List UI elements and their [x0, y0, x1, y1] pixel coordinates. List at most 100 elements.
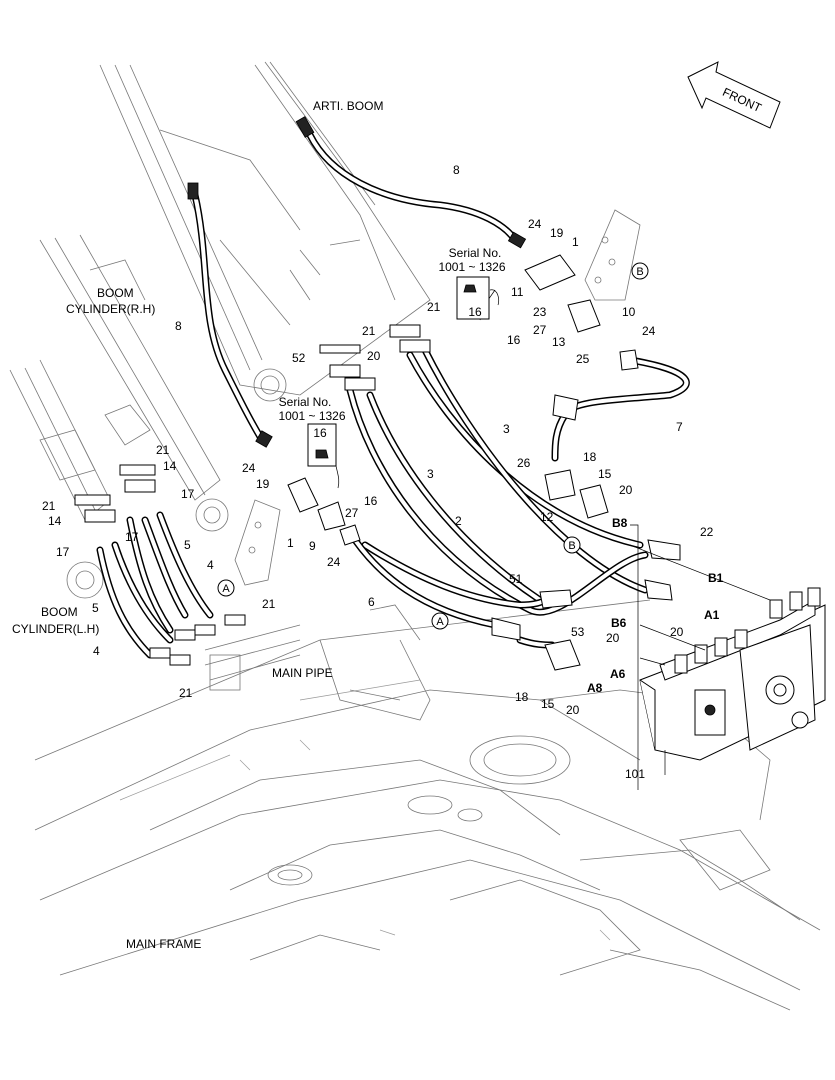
part-number: 16: [507, 333, 521, 347]
part-number: 4: [207, 558, 214, 572]
serial-range: 1001 ~ 1326: [438, 260, 505, 274]
part-number: 18: [515, 690, 529, 704]
part-number: 15: [598, 467, 612, 481]
hose-8-arti-boom: [306, 131, 519, 244]
part-number: 20: [619, 483, 633, 497]
part-number: 20: [606, 631, 620, 645]
part-number: 8: [453, 163, 460, 177]
part-number: 24: [528, 217, 542, 231]
part-number-labels: 8 24 19 1 11 23 27 16 13 25 10 24 7 21 2…: [42, 163, 714, 781]
hose-51: [361, 541, 556, 609]
part-number: 27: [533, 323, 547, 337]
hoses-4-5-lh: [96, 541, 174, 659]
part-number: 19: [256, 477, 270, 491]
part-number: 101: [625, 767, 645, 781]
port-a1: A1: [704, 608, 720, 622]
part-number: 17: [181, 487, 195, 501]
hose-7: [551, 356, 690, 462]
part-number: 20: [367, 349, 381, 363]
part-number: 13: [552, 335, 566, 349]
fittings: [74, 116, 681, 671]
part-number: 8: [175, 319, 182, 333]
part-number: 20: [670, 625, 684, 639]
part-number: 21: [179, 686, 193, 700]
boom-cylinder-rh-label-1: BOOM: [97, 286, 134, 300]
hoses-4-5-rh: [126, 511, 214, 634]
part-number: 10: [622, 305, 636, 319]
port-b8: B8: [612, 516, 628, 530]
svg-text:A: A: [222, 583, 230, 595]
serial-label: Serial No.: [449, 246, 502, 260]
main-pipe-outline: [204, 624, 301, 691]
bracket-a-left: [234, 499, 281, 586]
serial-part: 16: [313, 426, 327, 440]
main-frame-label: MAIN FRAME: [126, 937, 201, 951]
part-number: 24: [242, 461, 256, 475]
part-number: 1: [572, 235, 579, 249]
part-number: 5: [184, 538, 191, 552]
part-number: 6: [368, 595, 375, 609]
part-number: 21: [262, 597, 276, 611]
ref-b-upper: B: [631, 262, 649, 280]
serial-range: 1001 ~ 1326: [278, 409, 345, 423]
part-number: 21: [42, 499, 56, 513]
ref-b-lower: B: [563, 536, 581, 554]
boom-structure: [99, 61, 431, 402]
serial-label: Serial No.: [279, 395, 332, 409]
part-number: 24: [642, 324, 656, 338]
serial-note-upper: Serial No. 1001 ~ 1326 16: [438, 246, 506, 320]
part-number: 14: [163, 459, 177, 473]
hose-6: [351, 536, 499, 629]
part-number: 12: [540, 510, 554, 524]
part-number: 1: [287, 536, 294, 550]
svg-text:B: B: [568, 540, 575, 552]
arti-boom-label: ARTI. BOOM: [313, 99, 383, 113]
svg-text:B: B: [636, 266, 643, 278]
part-number: 26: [517, 456, 531, 470]
part-number: 17: [125, 530, 139, 544]
boom-cylinder-lh-label-1: BOOM: [41, 605, 78, 619]
serial-note-lower: Serial No. 1001 ~ 1326 16: [278, 395, 346, 489]
part-number: 15: [541, 697, 555, 711]
part-number: 3: [427, 467, 434, 481]
part-number: 16: [364, 494, 378, 508]
part-number: 14: [48, 514, 62, 528]
part-number: 51: [509, 572, 523, 586]
part-number: 17: [56, 545, 70, 559]
part-number: 24: [327, 555, 341, 569]
ref-a-left: A: [217, 579, 235, 597]
part-number: 4: [93, 644, 100, 658]
part-number: 3: [503, 422, 510, 436]
port-b6: B6: [611, 616, 627, 630]
port-a8: A8: [587, 681, 603, 695]
part-number: 2: [455, 514, 462, 528]
hose-3-mid: [366, 391, 544, 604]
part-number: 23: [533, 305, 547, 319]
svg-text:A: A: [436, 616, 444, 628]
port-a6: A6: [610, 667, 626, 681]
part-number: 5: [92, 601, 99, 615]
hose-2: [346, 386, 649, 616]
part-number: 21: [362, 324, 376, 338]
boom-cylinder-rh: [39, 234, 229, 532]
serial-part: 16: [468, 305, 482, 319]
part-number: 53: [571, 625, 585, 639]
part-number: 22: [700, 525, 714, 539]
part-number: 52: [292, 351, 306, 365]
hose-3-inner: [421, 346, 649, 594]
front-arrow: FRONT: [687, 61, 781, 129]
part-number: 9: [309, 539, 316, 553]
part-number: 7: [676, 420, 683, 434]
part-number: 18: [583, 450, 597, 464]
part-number: 11: [511, 285, 524, 299]
main-frame: [34, 599, 821, 1011]
part-number: 20: [566, 703, 580, 717]
part-number: 27: [345, 506, 359, 520]
bracket-b-upper: [584, 209, 641, 301]
part-number: 21: [427, 300, 441, 314]
port-b1: B1: [708, 571, 724, 585]
hose-8-boom: [191, 191, 266, 444]
ref-a-frame: A: [431, 612, 449, 630]
